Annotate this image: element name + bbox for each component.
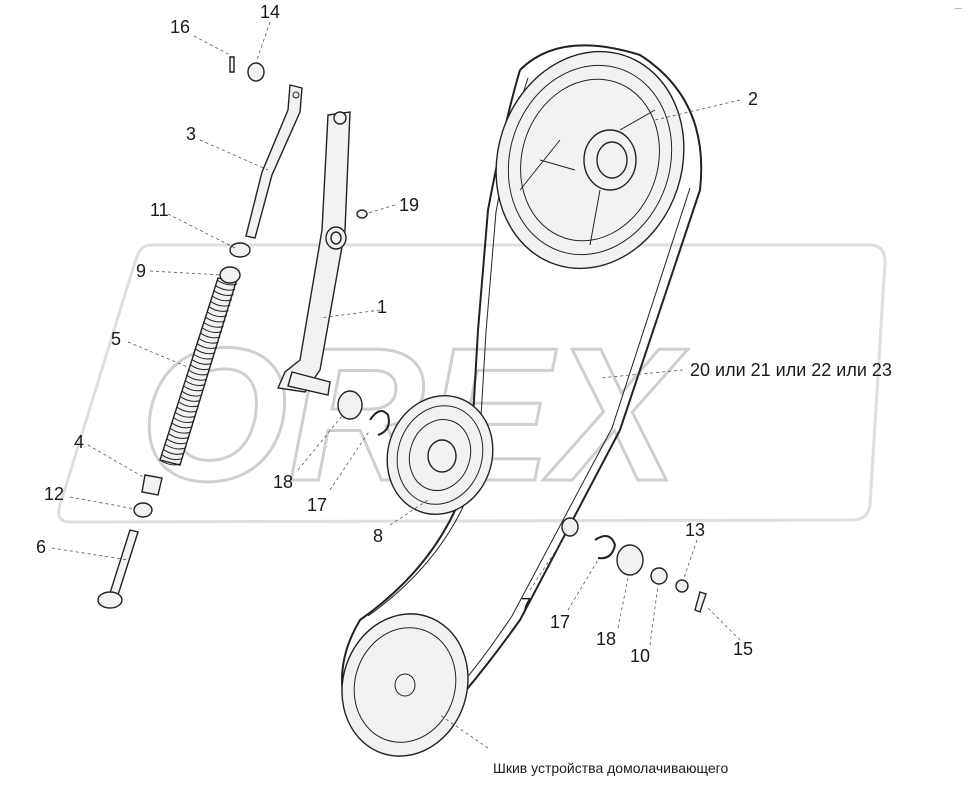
label-2: 2 [748, 89, 758, 109]
sleeve-9 [219, 266, 241, 284]
leader-lines [51, 21, 741, 749]
label-18b: 18 [596, 629, 616, 649]
eye-6 [97, 591, 123, 609]
lever-1 [276, 111, 351, 396]
label-15: 15 [733, 639, 753, 659]
label-7: 7 [521, 595, 531, 615]
washer-14 [247, 62, 265, 82]
label-13: 13 [685, 520, 705, 540]
small-parts [97, 56, 707, 613]
pin-16 [229, 56, 235, 73]
label-16: 16 [170, 17, 190, 37]
label-17a: 17 [307, 495, 327, 515]
label-19: 19 [399, 195, 419, 215]
label-1: 1 [377, 297, 387, 317]
sleeve-4 [141, 474, 163, 496]
washer-10 [650, 567, 668, 585]
pulley-8 [386, 395, 494, 515]
ring-17a [369, 410, 390, 436]
label-12: 12 [44, 484, 64, 504]
nut-12 [133, 502, 153, 518]
pulley-2 [495, 50, 685, 270]
callout-labels: 1 2 3 4 5 6 7 8 9 10 11 12 13 14 15 16 1… [36, 2, 892, 666]
bearing-18a [337, 390, 363, 420]
part-19 [356, 209, 368, 219]
label-3: 3 [186, 124, 196, 144]
label-5: 5 [111, 329, 121, 349]
pin-15 [694, 591, 707, 613]
caption: Шкив устройства домолачивающего [493, 760, 728, 776]
ring-17b [594, 535, 617, 560]
label-4: 4 [74, 432, 84, 452]
label-9: 9 [136, 261, 146, 281]
bearing-18b [616, 544, 644, 576]
label-10: 10 [630, 646, 650, 666]
nut-13 [675, 579, 689, 593]
label-18a: 18 [273, 472, 293, 492]
bushing-7 [561, 517, 579, 537]
bolt-6 [109, 529, 139, 596]
label-8: 8 [373, 526, 383, 546]
rod-3 [245, 84, 303, 239]
label-11: 11 [150, 200, 169, 220]
nut-11 [229, 242, 251, 258]
label-20: 20 или 21 или 22 или 23 [690, 360, 892, 380]
label-14: 14 [260, 2, 280, 22]
label-6: 6 [36, 537, 46, 557]
label-17b: 17 [550, 612, 570, 632]
corner-mark: — [955, 5, 962, 12]
pulley-thresher [341, 613, 469, 757]
